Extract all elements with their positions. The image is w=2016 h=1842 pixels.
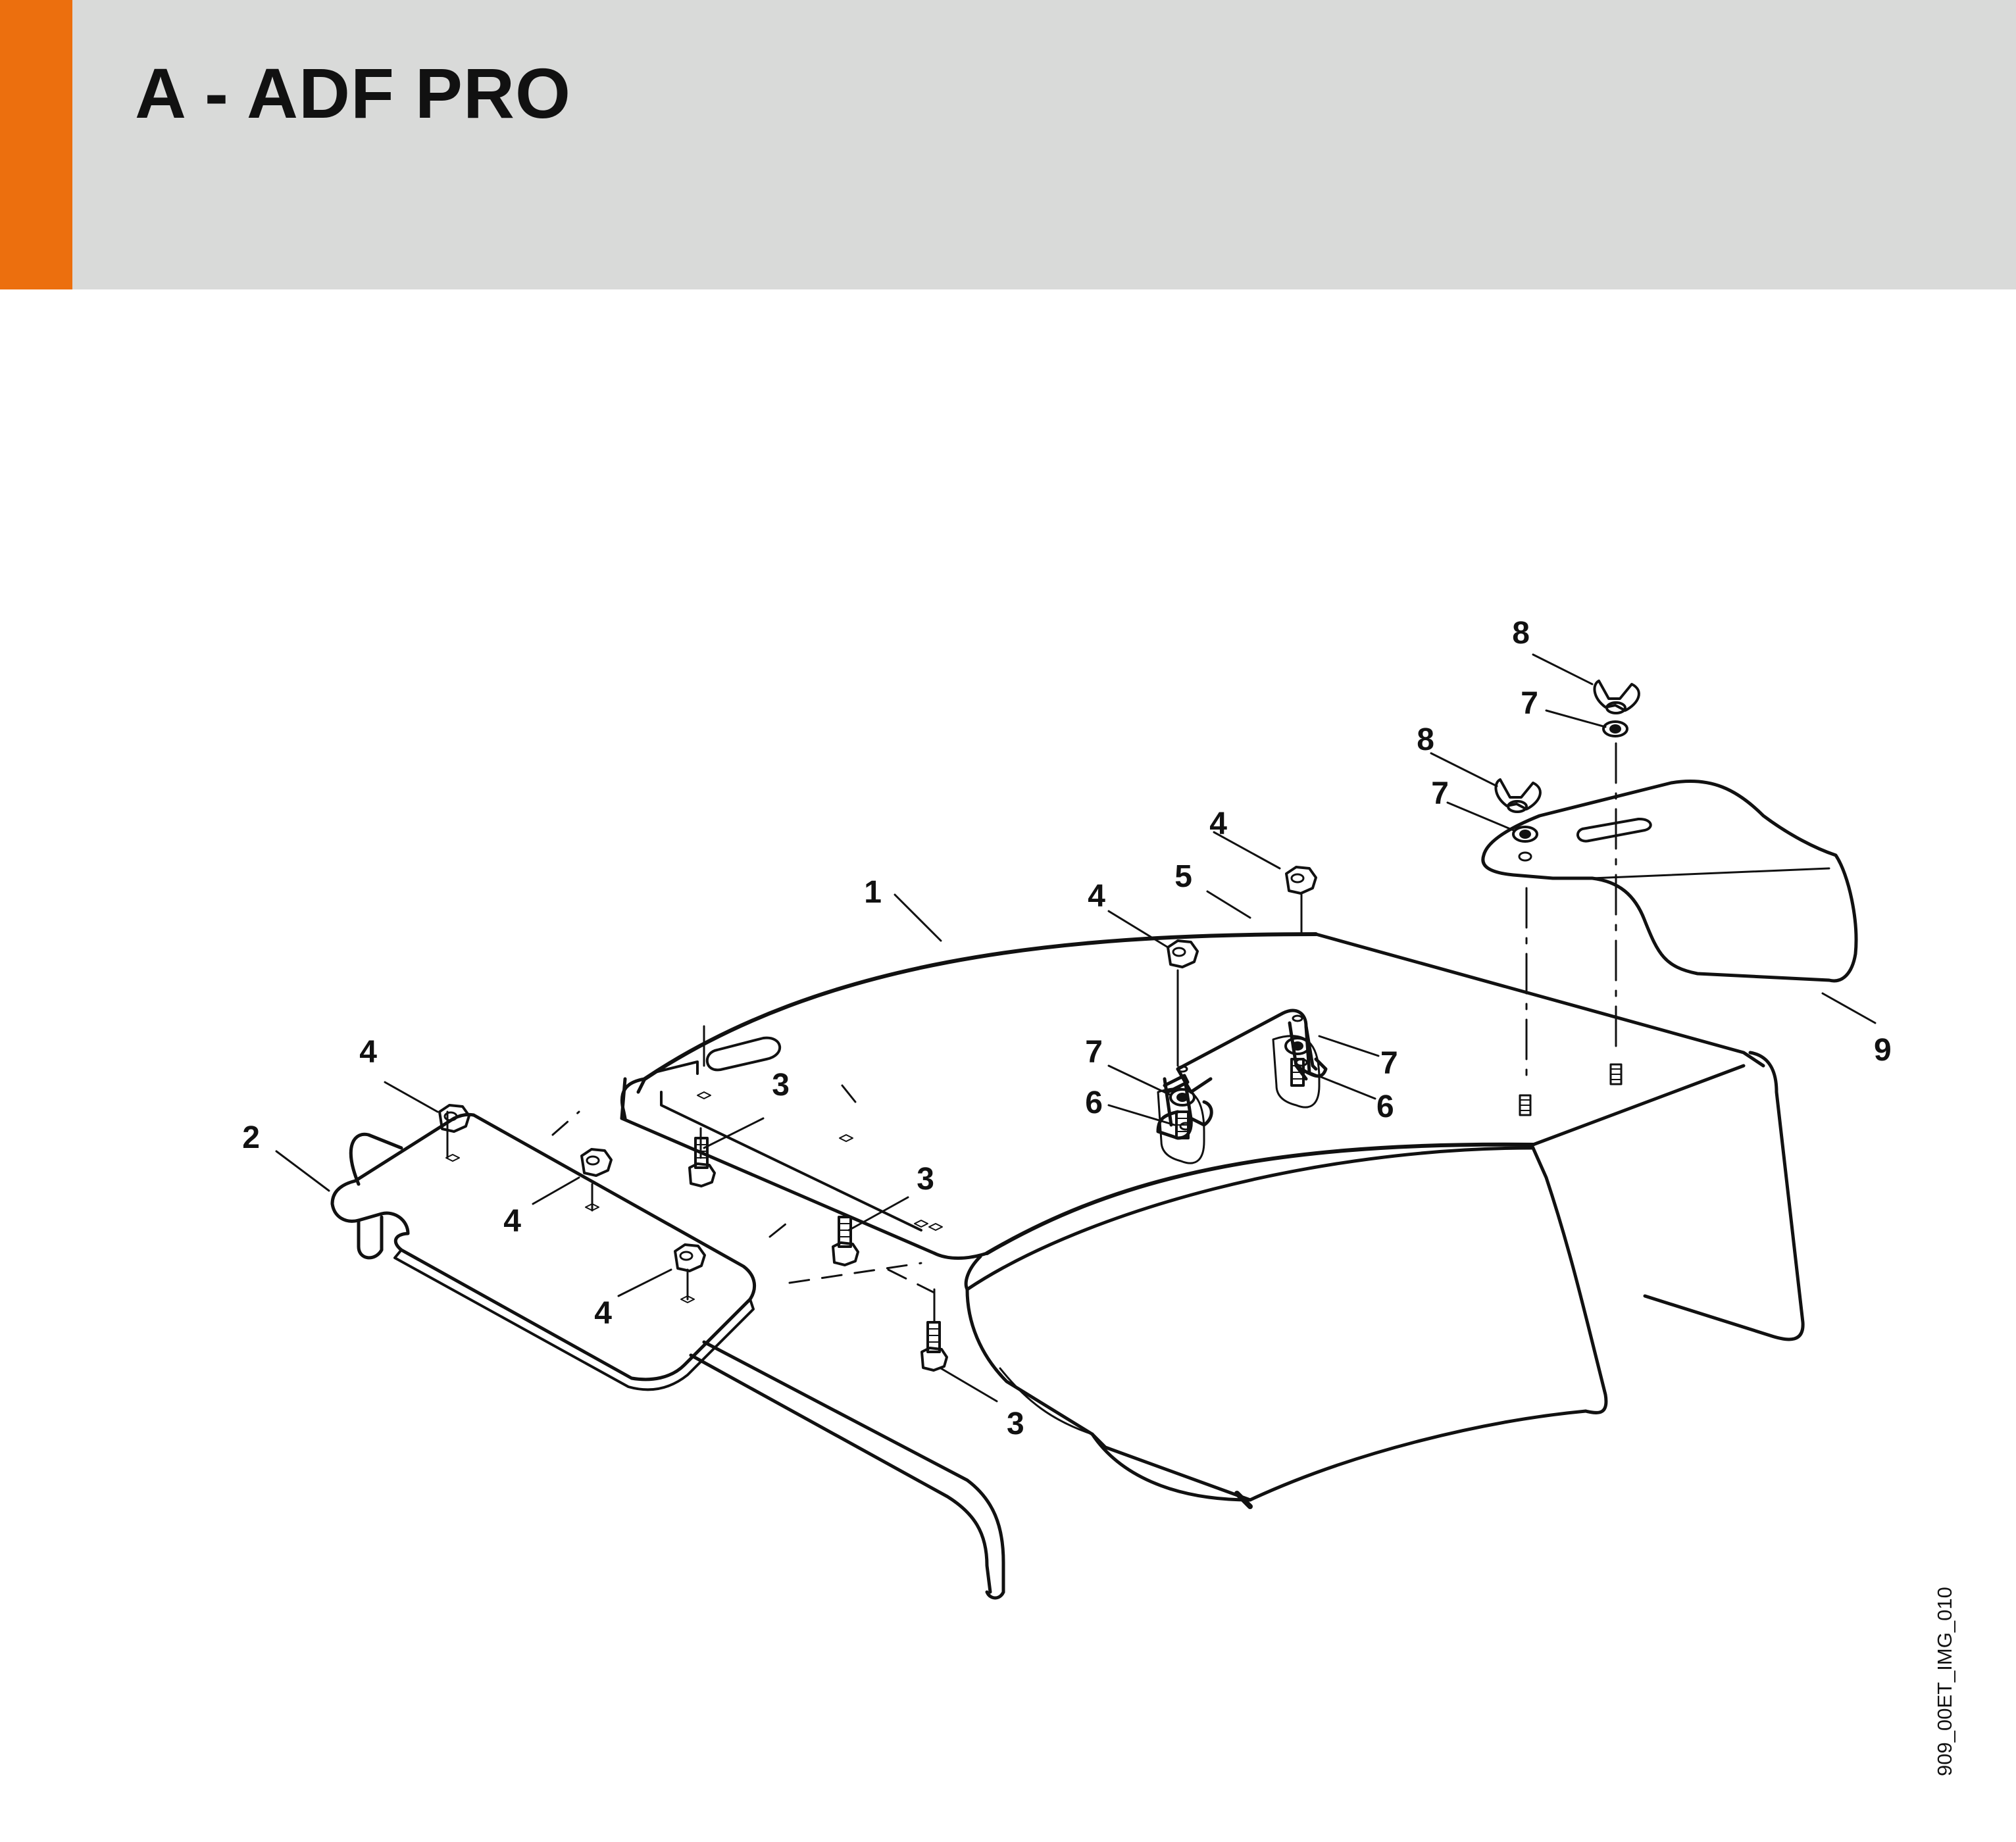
flap-part-9 bbox=[1481, 779, 1877, 1024]
header-banner bbox=[0, 0, 2016, 289]
callout-5: 5 bbox=[1174, 859, 1192, 894]
nut-icon-left bbox=[438, 1104, 470, 1133]
callout-4-mid: 4 bbox=[503, 1204, 521, 1239]
deflector-part-1 bbox=[620, 893, 1805, 1509]
header-accent-bar bbox=[0, 0, 72, 289]
leader-lines bbox=[384, 653, 1607, 1403]
callout-7-left: 7 bbox=[1431, 776, 1449, 811]
callout-4-left: 4 bbox=[359, 1035, 377, 1070]
image-id-label: 909_00ET_IMG_010 bbox=[1933, 1587, 1956, 1776]
nut-icons bbox=[438, 866, 1317, 1272]
bolt-icon-2 bbox=[832, 1216, 859, 1266]
wing-nut-icon-left bbox=[1494, 778, 1542, 843]
screw-washer-group-left bbox=[1157, 1065, 1205, 1164]
nut-icon-lower bbox=[674, 1243, 706, 1272]
callout-2: 2 bbox=[242, 1120, 260, 1155]
callout-9: 9 bbox=[1874, 1033, 1892, 1068]
mounting-plate-part-2 bbox=[275, 1112, 1005, 1600]
bolt-icon-3 bbox=[920, 1321, 948, 1372]
callout-6-left: 6 bbox=[1085, 1085, 1103, 1120]
assembly-lines bbox=[446, 742, 1617, 1324]
callout-7-mid-left: 7 bbox=[1085, 1035, 1103, 1070]
wing-nut-icon-right bbox=[1593, 680, 1640, 737]
hole-markers bbox=[445, 1091, 943, 1303]
callout-7-top: 7 bbox=[1521, 686, 1538, 721]
bolt-icons bbox=[688, 1137, 948, 1372]
callout-7-mid-right: 7 bbox=[1380, 1046, 1398, 1081]
callout-3-bottom: 3 bbox=[1007, 1406, 1024, 1441]
callout-4-lower: 4 bbox=[594, 1296, 612, 1331]
callout-1: 1 bbox=[864, 875, 882, 910]
stud-right bbox=[1609, 1063, 1623, 1085]
nut-icon-mid bbox=[580, 1148, 613, 1177]
callout-3-mid: 3 bbox=[917, 1162, 934, 1197]
bolt-icon-1 bbox=[688, 1137, 716, 1187]
callout-labels: 8 7 8 7 4 5 4 1 9 7 6 7 6 4 3 2 3 4 4 3 bbox=[242, 616, 1891, 1441]
nut-icon-bracket bbox=[1167, 939, 1199, 968]
callout-6-right: 6 bbox=[1376, 1089, 1394, 1124]
callout-3-top: 3 bbox=[772, 1068, 790, 1103]
stud-left bbox=[1519, 1094, 1532, 1116]
nut-icon-top bbox=[1285, 866, 1317, 895]
page-title: A - ADF PRO bbox=[135, 53, 571, 133]
callout-4-bracket: 4 bbox=[1088, 879, 1105, 914]
callout-8-top: 8 bbox=[1512, 616, 1530, 651]
callout-8-left: 8 bbox=[1417, 722, 1434, 757]
screw-washer-group-right bbox=[1272, 1014, 1321, 1108]
callout-4-top: 4 bbox=[1209, 807, 1227, 841]
